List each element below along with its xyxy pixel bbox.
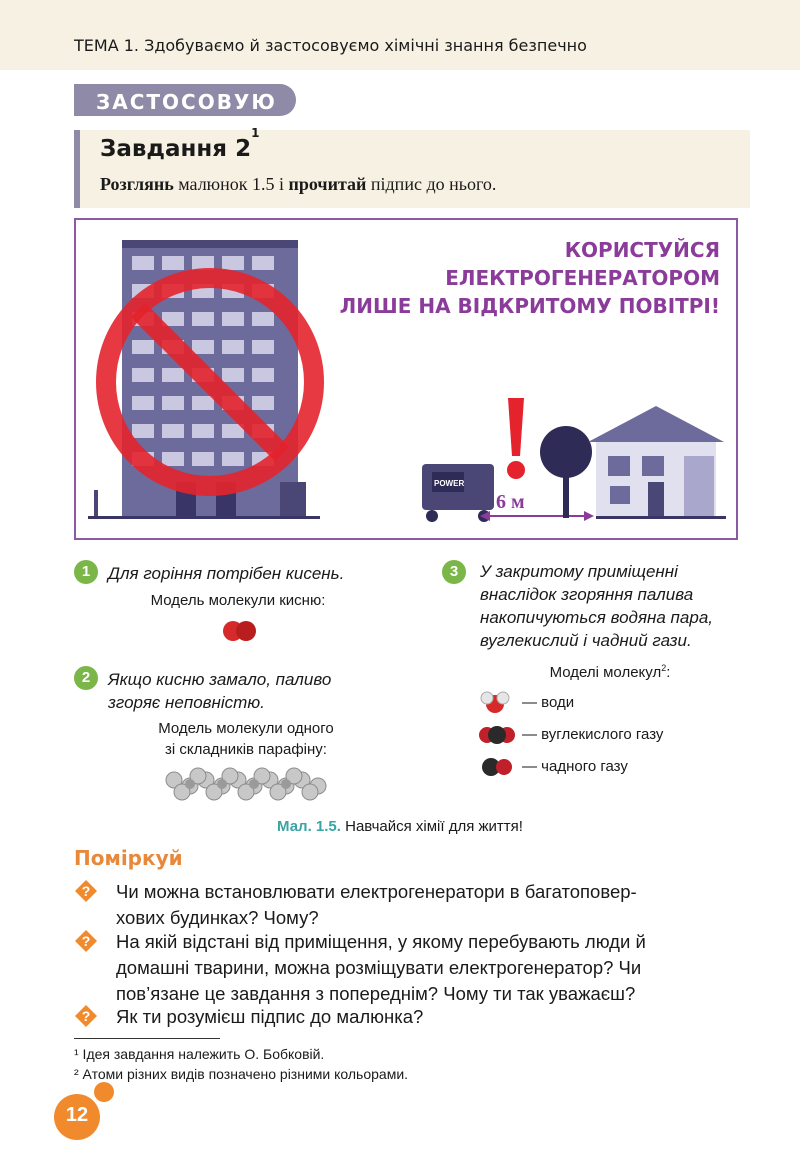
item-number-3: 3 [442,560,466,584]
carbon-dioxide-molecule-icon [479,726,515,744]
generator-warning-heading: КОРИСТУЙСЯ ЕЛЕКТРОГЕНЕРАТОРОМ ЛИШЕ НА ВІ… [300,236,720,320]
tree-illustration [540,426,592,518]
item-3-text-line-1: У закритому приміщенні [480,562,678,581]
question-diamond-icon: ? [75,1005,97,1027]
legend-co2-label: — вуглекислого газу [522,726,664,743]
instr-bold-2: прочитай [288,174,367,194]
page-number-bubble [54,1094,100,1140]
section-tag: ЗАСТОСОВУЮ [74,84,296,116]
page-number-decoration [94,1082,114,1102]
item-2-text: Якщо кисню замало, паливо згоряє неповні… [108,668,331,714]
task-band [74,130,750,208]
item-1-text: Для горіння потрібен кисень. [108,564,345,583]
item-number-2: 2 [74,666,98,690]
figure-caption-label: Мал. 1.5. [277,818,341,835]
footnote-2: ² Атоми різних видів позначено різними к… [74,1066,409,1082]
item-2-caption: Модель молекули одного зі складників пар… [108,718,384,760]
oxygen-molecule-icon [223,621,256,641]
figure-caption: Мал. 1.5. Навчайся хімії для життя! [0,818,800,835]
svg-text:?: ? [82,1008,91,1024]
item-3-text-line-4: вуглекислий і чадний гази. [480,631,692,650]
item-2-text-line-1: Якщо кисню замало, паливо [108,670,332,689]
paraffin-molecule-icon [165,767,327,801]
question-diamond-icon: ? [75,880,97,902]
section-tag-label: ЗАСТОСОВУЮ [96,90,277,114]
figure-caption-text: Навчайся хімії для життя! [340,818,523,835]
question-2-line-1: На якій відстані від приміщення, у якому… [116,931,646,952]
question-2-line-2: домашні тварини, можна розміщувати елект… [116,957,642,978]
footnote-ref-2: 2 [661,663,667,673]
footnote-ref-1: 1 [251,126,260,141]
task-title-text: Завдання 2 [100,136,252,162]
item-3-text: У закритому приміщенні внаслідок згорянн… [480,560,713,652]
warning-line-2: ЛИШЕ НА ВІДКРИТОМУ ПОВІТРІ! [339,294,720,318]
water-molecule-icon [480,691,510,713]
figure-illustration: POWER 6 м [88,240,726,522]
distance-arrow: 6 м [480,491,594,521]
svg-text:?: ? [82,883,91,899]
item-3-text-line-3: накопичуються водяна пара, [480,608,713,627]
item-3-caption-text: Моделі молекул [549,664,662,681]
topic-header: ТЕМА 1. Здобуваємо й застосовуємо хімічн… [74,36,587,55]
generator-illustration: POWER [422,464,494,522]
generator-brand-label: POWER [434,479,464,488]
header-band [0,0,800,70]
instr-text-1: малюнок 1.5 і [173,174,289,194]
item-2-caption-line-2: зі складників парафіну: [165,741,327,758]
question-3: Як ти розумієш підпис до малюнка? [116,1006,424,1027]
task-instruction: Розглянь малюнок 1.5 і прочитай підпис д… [100,174,496,195]
task-title: Завдання 21 [100,126,259,162]
distance-label: 6 м [496,491,525,513]
item-3-text-line-2: внаслідок згоряння палива [480,585,694,604]
question-1-line-2: хових будинках? Чому? [116,907,319,928]
footnote-1: ¹ Ідея завдання належить О. Бобковій. [74,1046,325,1062]
item-2-caption-line-1: Модель молекули одного [158,720,334,737]
think-heading: Поміркуй [74,846,183,870]
question-2: На якій відстані від приміщення, у якому… [116,929,738,1007]
exclamation-mark-icon [507,398,525,479]
item-2-text-line-2: згоряє неповністю. [108,693,265,712]
carbon-monoxide-molecule-icon [482,758,512,776]
prohibition-sign-icon [96,268,324,496]
item-3-caption-end: : [666,664,671,681]
house-illustration [588,406,724,518]
question-1: Чи можна встановлювати електрогенератори… [116,879,738,931]
instr-text-2: підпис до нього. [366,174,497,194]
legend-water-label: — води [522,694,575,711]
svg-text:?: ? [82,933,91,949]
footnote-divider [74,1038,220,1039]
page-number: 12 [65,1104,89,1126]
instr-bold-1: Розглянь [100,174,174,194]
question-2-line-3: пов’язане це завдання з попереднім? Чому… [116,983,636,1004]
item-1-caption: Модель молекули кисню: [150,592,326,609]
item-number-1: 1 [74,560,98,584]
legend-co-label: — чадного газу [522,758,628,775]
question-diamond-icon: ? [75,930,97,952]
item-3-caption: Моделі молекул2: [520,658,700,683]
warning-line-1: КОРИСТУЙСЯ ЕЛЕКТРОГЕНЕРАТОРОМ [445,238,720,290]
question-1-line-1: Чи можна встановлювати електрогенератори… [116,881,637,902]
